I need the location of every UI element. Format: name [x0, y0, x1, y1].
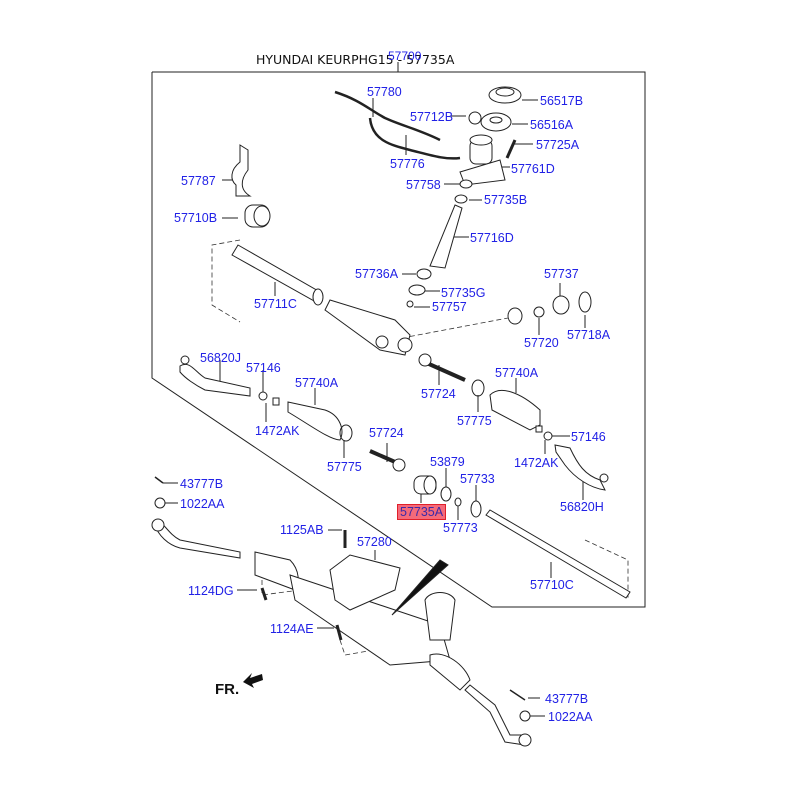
ring-57718A [578, 291, 592, 313]
tie-rod-end-56820J [179, 364, 251, 397]
callout-wedge [391, 559, 449, 616]
part-label[interactable]: 57758 [406, 178, 441, 192]
part-label[interactable]: 1125AB [280, 523, 324, 537]
nut-57720 [533, 306, 545, 318]
tie-rod-end-56820H [554, 444, 606, 491]
clamp-57775-right [471, 379, 485, 397]
part-label[interactable]: 43777B [180, 477, 224, 491]
plug-57737 [552, 295, 570, 315]
boot-57740A-right [489, 390, 541, 431]
part-label[interactable]: 1124DG [188, 584, 234, 598]
part-label[interactable]: 1124AE [270, 622, 314, 636]
pipe-57780 [334, 90, 441, 142]
rack-bar-57710C [485, 509, 631, 599]
part-label[interactable]: 57280 [357, 535, 392, 549]
part-label[interactable]: 57780 [367, 85, 402, 99]
bolt-57725A [505, 139, 517, 159]
part-label[interactable]: 1022AA [548, 710, 593, 724]
rack-housing [324, 299, 411, 356]
part-label[interactable]: 43777B [545, 692, 589, 706]
exploded-frame [151, 62, 646, 608]
screw-57757 [406, 300, 414, 308]
part-label[interactable]: 57736A [355, 267, 399, 281]
part-label[interactable]: 57787 [181, 174, 216, 188]
boot-lower-right [429, 653, 471, 691]
part-label[interactable]: 57773 [443, 521, 478, 535]
heat-shield-57280 [329, 554, 401, 611]
castle-nut-1022AA-bottom [519, 710, 531, 722]
part-label[interactable]: 57712B [410, 110, 454, 124]
part-label[interactable]: 56517B [540, 94, 584, 108]
part-label[interactable]: 57710C [530, 578, 574, 592]
assembly-label[interactable]: 57700 [388, 49, 422, 63]
seal-57735B [454, 194, 468, 204]
part-label[interactable]: 56820H [560, 500, 604, 514]
seal-57733 [470, 500, 482, 518]
part-label[interactable]: 57740A [495, 366, 539, 380]
part-label[interactable]: 57761D [511, 162, 555, 176]
nut-57146-left [258, 391, 268, 401]
part-label[interactable]: 57711C [254, 297, 297, 311]
part-label[interactable]: 57735B [484, 193, 528, 207]
part-label[interactable]: 57775 [327, 460, 362, 474]
part-label[interactable]: 57737 [544, 267, 579, 281]
part-label[interactable]: 1472AK [255, 424, 300, 438]
seal-57758 [459, 179, 473, 189]
clip-1472AK-right [535, 425, 543, 433]
nut-57712B [468, 111, 482, 125]
part-label[interactable]: 57725A [536, 138, 580, 152]
part-label[interactable]: 57146 [571, 430, 606, 444]
bracket-57787 [231, 144, 252, 197]
part-label-selected[interactable]: 57735A [397, 504, 447, 520]
part-label[interactable]: 53879 [430, 455, 465, 469]
cotter-pin-43777B-bottom [509, 689, 526, 701]
leader-lines [163, 98, 586, 717]
part-label[interactable]: 57718A [567, 328, 611, 342]
boot-57740A-left [287, 401, 343, 441]
bolt-1124AE [335, 624, 343, 641]
seal-57735G [408, 284, 426, 296]
nut-57146-right [543, 431, 553, 441]
pipe-57776 [368, 117, 461, 160]
part-label[interactable]: 57720 [524, 336, 559, 350]
tie-rod-lower-left [154, 519, 241, 559]
pinion-housing-lower [424, 592, 456, 641]
part-label[interactable]: 57775 [457, 414, 492, 428]
part-label[interactable]: 57724 [421, 387, 456, 401]
part-label[interactable]: 57710B [174, 211, 218, 225]
diagram-title: HYUNDAI KEURPHG15 - 57735A [256, 52, 455, 67]
front-arrow-icon [243, 673, 263, 688]
part-label[interactable]: 1472AK [514, 456, 559, 470]
bushing-57736A [416, 268, 432, 280]
part-label[interactable]: 57757 [432, 300, 467, 314]
o-ring-57773 [454, 497, 462, 507]
seal-53879 [440, 486, 452, 502]
part-label[interactable]: 57740A [295, 376, 339, 390]
part-label[interactable]: 56820J [200, 351, 242, 365]
part-label[interactable]: 57724 [369, 426, 404, 440]
tube-57711C [231, 244, 321, 303]
clip-1472AK-left [272, 397, 280, 406]
part-label[interactable]: 57735G [441, 286, 486, 300]
clamp-57775-left [339, 424, 353, 442]
part-label[interactable]: 57716D [470, 231, 514, 245]
bolt-1124DG [260, 587, 268, 601]
part-label[interactable]: 57733 [460, 472, 495, 486]
part-drawings [151, 86, 631, 747]
bearing-cap [507, 307, 523, 325]
part-label[interactable]: 57146 [246, 361, 281, 375]
part-label[interactable]: 1022AA [180, 497, 225, 511]
castle-nut-1022AA-top [154, 497, 166, 509]
part-label[interactable]: 57776 [390, 157, 425, 171]
part-label[interactable]: 56516A [530, 118, 574, 132]
cotter-pin-43777B-top [154, 476, 164, 484]
pinion-57716D [429, 204, 463, 269]
front-indicator: FR. [215, 681, 240, 698]
rack-housing-lower [289, 574, 451, 666]
